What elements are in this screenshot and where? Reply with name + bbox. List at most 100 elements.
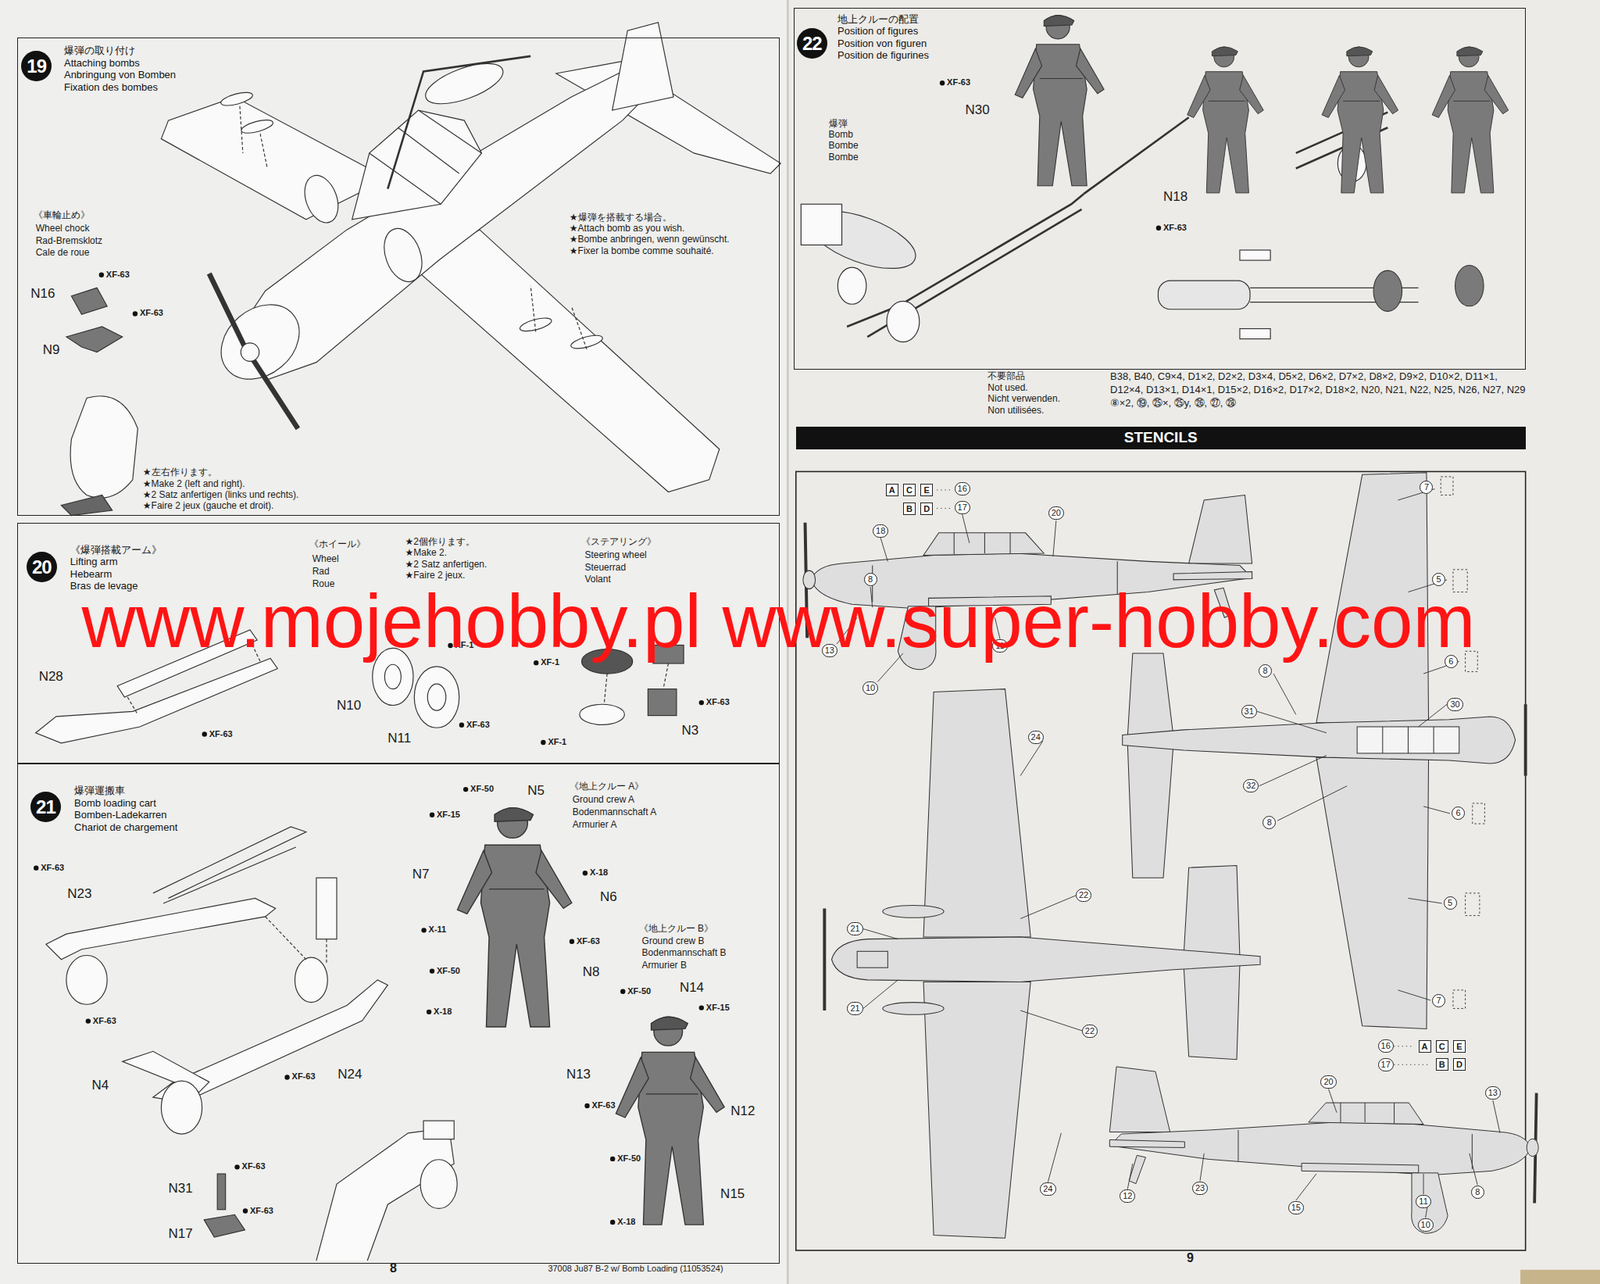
- paint-code: XF-63: [946, 77, 971, 88]
- paint-dot: [426, 1009, 432, 1015]
- paint-code: XF-63: [40, 862, 65, 873]
- callout-number: 22: [1082, 1024, 1098, 1038]
- note-text: ★Make 2.: [405, 547, 447, 559]
- paint-dot: [699, 1004, 704, 1010]
- paint-dot: [132, 310, 138, 316]
- paint-dot: [582, 870, 588, 875]
- note-text: Bodenmannschaft A: [572, 807, 657, 818]
- note-text: Bombe: [828, 152, 859, 164]
- part-number: N10: [336, 697, 361, 714]
- paint-code: XF-63: [576, 935, 600, 947]
- heading-text: Attaching bombs: [64, 57, 176, 70]
- callout-number: 17: [1378, 1057, 1394, 1072]
- callout-number: 22: [1075, 888, 1092, 902]
- paint-code: XF-15: [436, 809, 461, 820]
- heading-text: Position von figuren: [837, 37, 929, 50]
- callout-number: 21: [846, 1001, 863, 1015]
- heading-text: Anbringung von Bomben: [64, 68, 176, 82]
- step-panel: 地上クルーの配置Position of figuresPosition von …: [793, 7, 1525, 369]
- step-number-text: 21: [35, 796, 56, 818]
- paint-dot: [421, 927, 426, 933]
- heading-text: 《爆弾搭載アーム》: [70, 543, 162, 557]
- paint-code: XF-50: [436, 965, 461, 976]
- note-text: ★2 Satz anfertigen (links und rechts).: [142, 489, 300, 501]
- callout-number: 16: [954, 482, 971, 496]
- paint-dot: [234, 1164, 240, 1169]
- step-number-text: 19: [26, 55, 47, 78]
- heading-text: Chariot de chargement: [74, 821, 178, 834]
- paint-dot: [429, 812, 435, 818]
- part-number: N17: [168, 1225, 193, 1242]
- paint-dot: [584, 1103, 590, 1108]
- step-panel: 爆弾運搬車Bomb loading cartBomben-LadekarrenC…: [17, 763, 780, 1264]
- heading-text: Bomben-Ladekarren: [74, 808, 178, 822]
- step-number: 19: [21, 50, 52, 82]
- paint-code: XF-50: [627, 985, 651, 997]
- callout-number: 12: [1119, 1189, 1136, 1203]
- note-text: Ground crew B: [642, 935, 705, 947]
- callout-number: 15: [1288, 1200, 1304, 1215]
- note-text: Bombe: [828, 140, 859, 152]
- callout-number: 5: [1443, 896, 1458, 910]
- note-text: 不要部品: [987, 371, 1025, 383]
- callout-number: 30: [1446, 697, 1463, 711]
- step-heading: 爆弾運搬車Bomb loading cartBomben-LadekarrenC…: [74, 784, 178, 833]
- heading-text: Position de figurines: [837, 49, 929, 62]
- section-band: STENCILS: [796, 426, 1526, 450]
- note-text: 《地上クルー A》: [569, 781, 644, 793]
- callout-number: 20: [1048, 506, 1065, 520]
- callout-number: 31: [1241, 704, 1258, 718]
- paint-dot: [540, 739, 546, 745]
- step-number-text: 22: [802, 32, 822, 55]
- paint-code: XF-63: [466, 719, 490, 730]
- note-text: Nicht verwenden.: [987, 393, 1061, 405]
- part-number: N13: [566, 1066, 591, 1083]
- note-text: ★爆弾を搭載する場合。: [569, 212, 672, 224]
- note-text: ★Make 2 (left and right).: [142, 478, 246, 490]
- paint-dot: [610, 1156, 615, 1161]
- paint-code: XF-50: [617, 1153, 641, 1164]
- note-text: ★Faire 2 jeux.: [405, 570, 466, 582]
- heading-text: Lifting arm: [70, 555, 162, 568]
- paint-dot: [620, 989, 625, 994]
- paint-dot: [284, 1074, 290, 1079]
- callout-number: 17: [954, 500, 971, 515]
- paint-code: XF-63: [706, 696, 730, 708]
- paint-code: X-11: [428, 924, 447, 935]
- marking-letter: B: [903, 502, 916, 515]
- paint-code: XF-63: [92, 1015, 117, 1026]
- step-number: 22: [796, 28, 828, 59]
- callout-number: 10: [1417, 1217, 1434, 1232]
- paint-dot: [85, 1017, 91, 1023]
- paint-code: XF-1: [547, 736, 567, 747]
- note-text: Cale de roue: [35, 247, 90, 259]
- part-number: N15: [720, 1185, 745, 1202]
- callout-number: 24: [1039, 1182, 1056, 1196]
- heading-text: Bomb loading cart: [74, 796, 178, 810]
- step-panel: 爆弾の取り付けAttaching bombsAnbringung von Bom…: [17, 37, 780, 515]
- paint-dot: [429, 967, 435, 973]
- marking-letter: D: [1453, 1057, 1466, 1071]
- paint-dot: [533, 660, 539, 665]
- paint-code: XF-50: [470, 783, 494, 794]
- callout-number: 13: [1485, 1085, 1501, 1100]
- paint-dot: [463, 786, 468, 792]
- paint-code: XF-63: [242, 1160, 266, 1172]
- note-text: Armurier A: [572, 819, 618, 831]
- callout-number: 10: [862, 681, 879, 695]
- part-number: N9: [42, 342, 61, 358]
- note-text: Non utilisées.: [987, 405, 1044, 417]
- callout-number: 20: [1320, 1075, 1336, 1089]
- heading-text: Position of figures: [837, 25, 929, 38]
- note-text: Rad-Bremsklotz: [35, 235, 103, 247]
- note-text: Wheel: [312, 553, 340, 565]
- paint-dot: [459, 722, 465, 728]
- marking-letter: C: [1435, 1039, 1449, 1053]
- marking-letter: B: [1435, 1057, 1449, 1071]
- step-number: 21: [30, 791, 61, 822]
- part-number: N14: [679, 979, 704, 996]
- paint-code: XF-63: [250, 1205, 274, 1216]
- paint-code: XF-63: [139, 307, 164, 318]
- part-number: N11: [387, 730, 411, 747]
- note-text: Rad: [312, 566, 330, 578]
